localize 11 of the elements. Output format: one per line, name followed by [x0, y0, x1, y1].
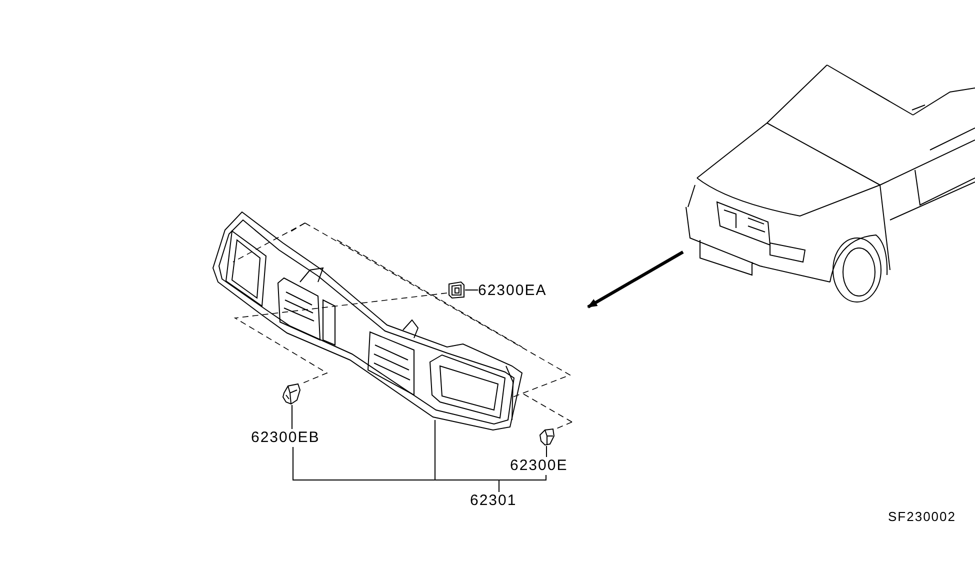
leader-line — [546, 446, 547, 458]
drawing-code: SF230002 — [888, 508, 956, 526]
arrow — [587, 250, 684, 308]
clip-drawing — [447, 281, 465, 298]
part-number: 62301 — [470, 492, 528, 510]
clip-drawing — [538, 428, 555, 446]
clip-drawing — [282, 383, 302, 405]
part-number: 62300E — [510, 457, 582, 475]
leader-line — [498, 474, 546, 492]
part-number: 62300EA — [478, 282, 556, 300]
part-number: 62300EB — [251, 429, 335, 447]
